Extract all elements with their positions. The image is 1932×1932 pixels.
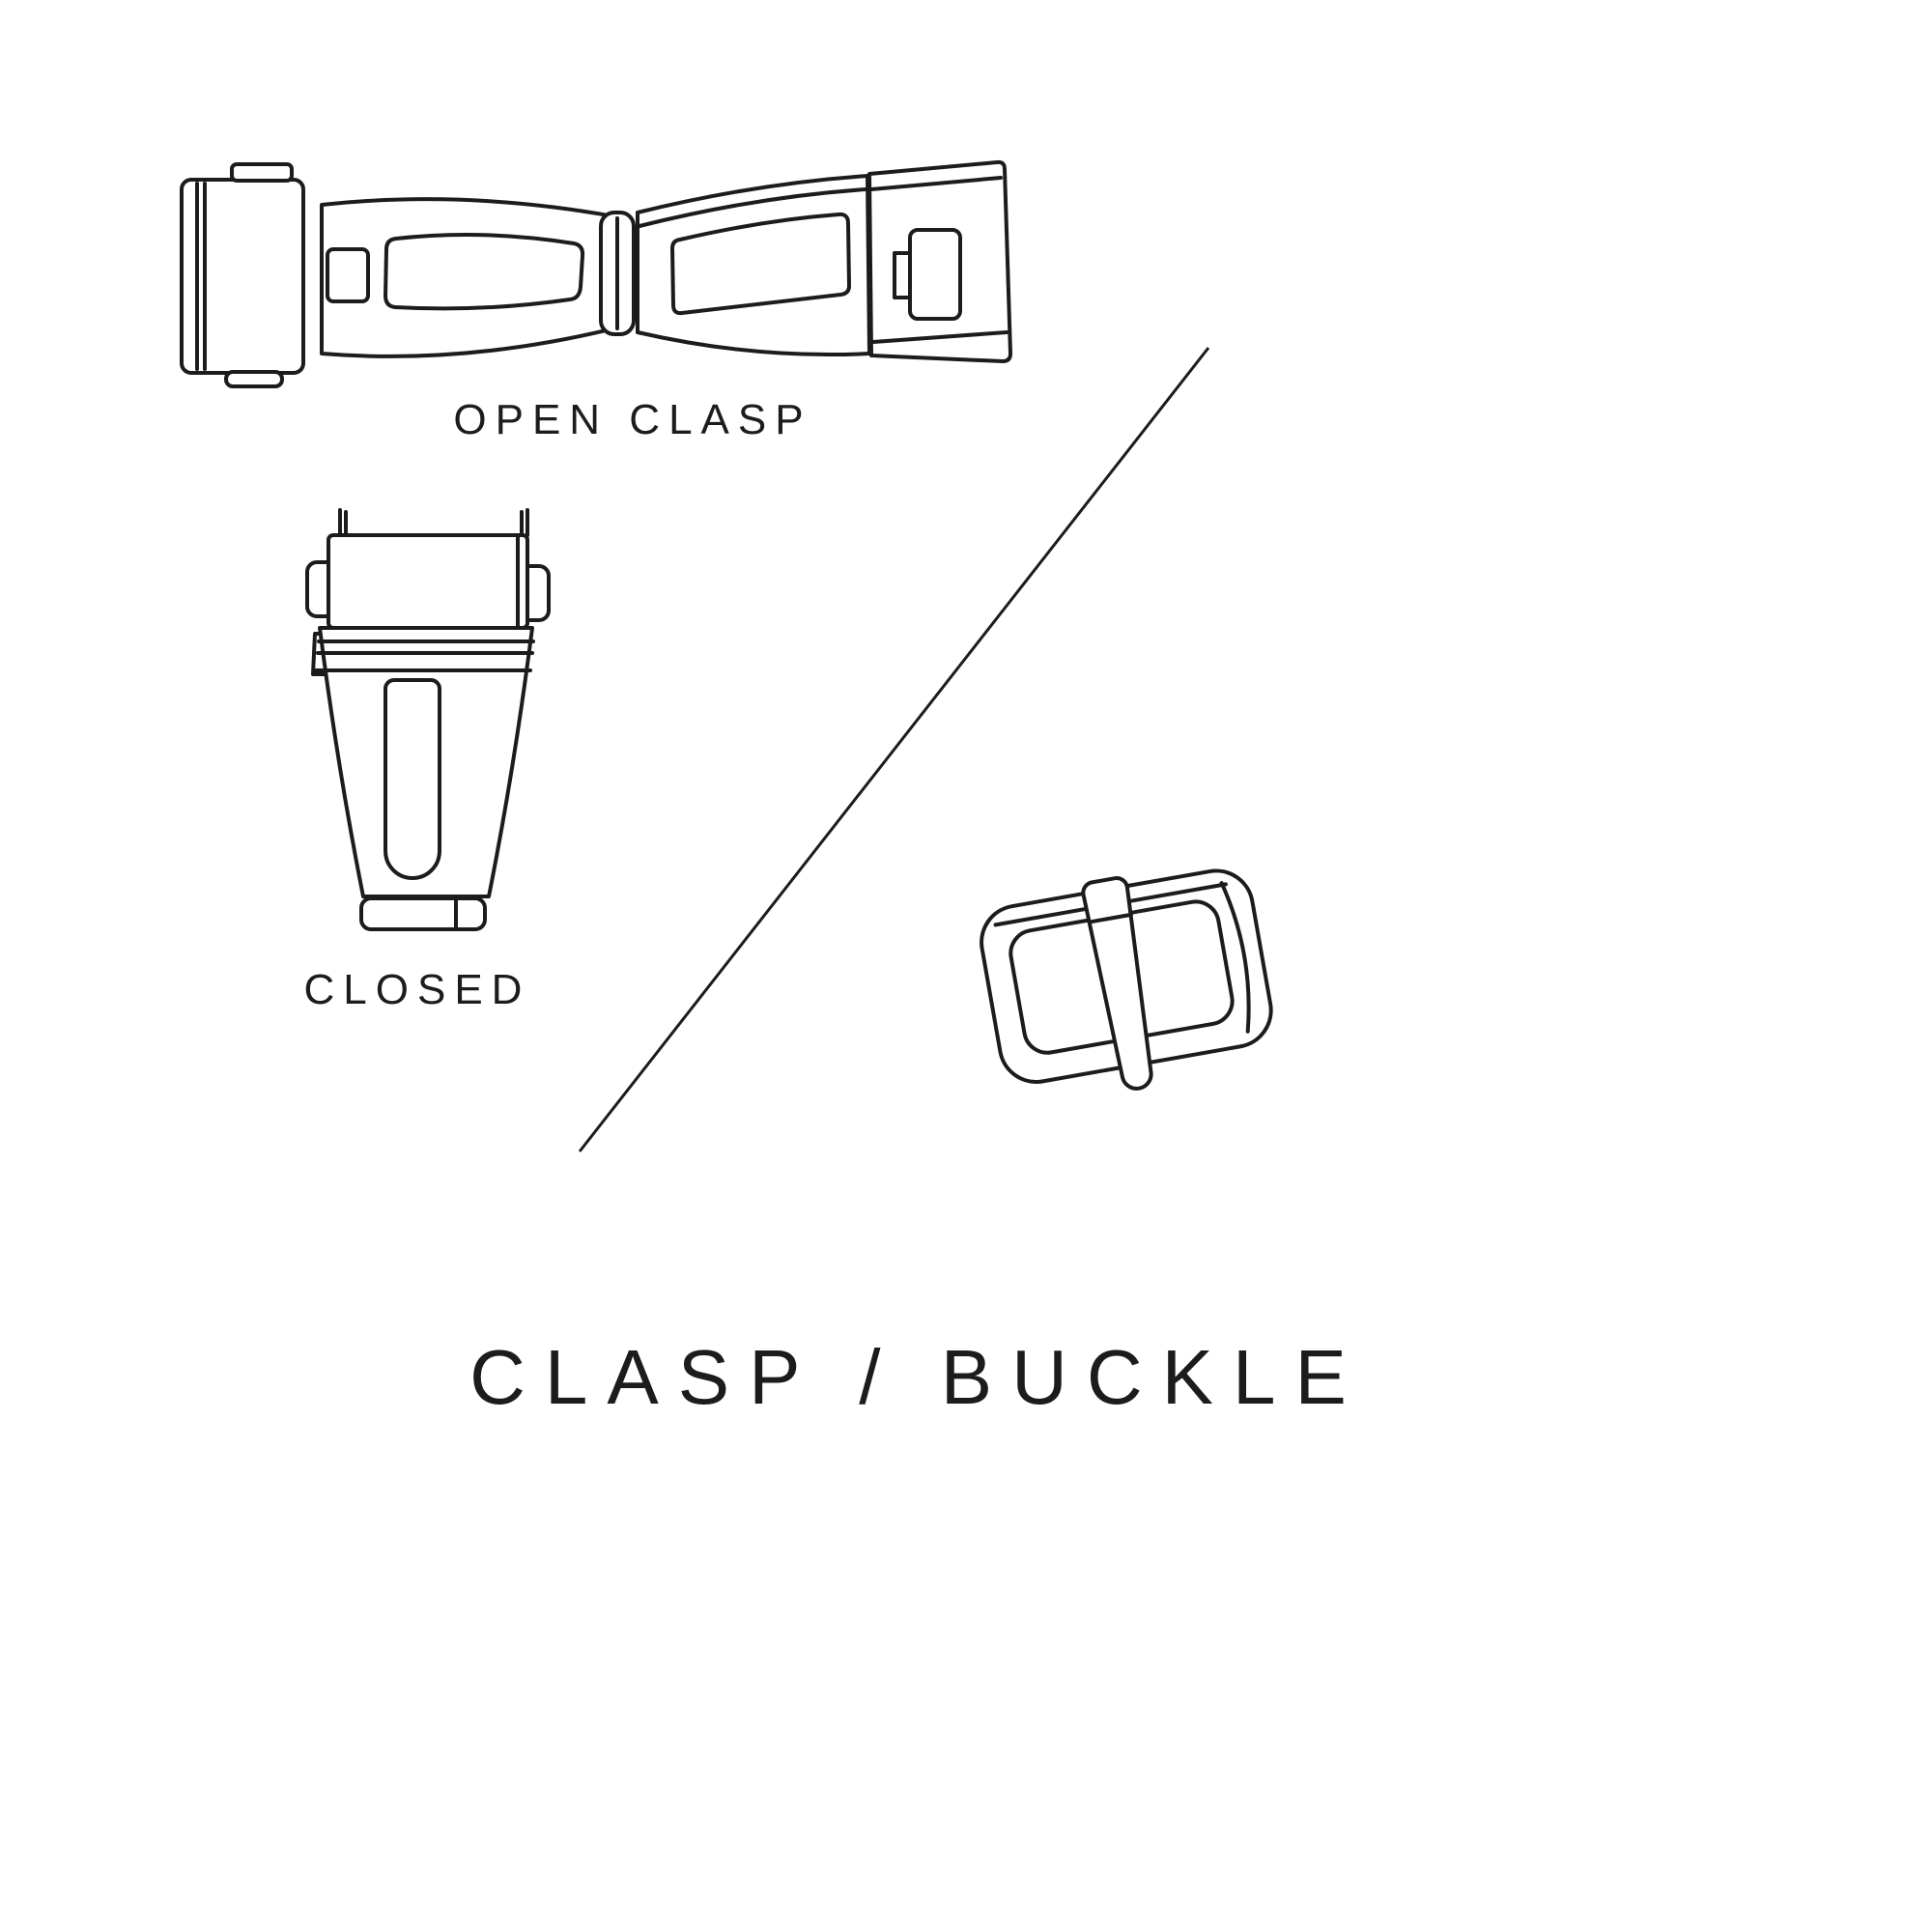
open-clasp-illustration	[180, 159, 1012, 388]
buckle-pin	[993, 882, 1228, 927]
closed-clasp-cap	[327, 533, 529, 630]
closed-clasp-illustration	[305, 508, 551, 931]
closed-clasp-label: CLOSED	[303, 966, 531, 1013]
buckle-tongue	[1081, 876, 1153, 1091]
diagram-title: CLASP / BUCKLE	[469, 1334, 1366, 1420]
tang-buckle-illustration	[980, 868, 1273, 1091]
open-clasp-end-link	[180, 178, 305, 375]
open-clasp-label: OPEN CLASP	[453, 396, 812, 443]
